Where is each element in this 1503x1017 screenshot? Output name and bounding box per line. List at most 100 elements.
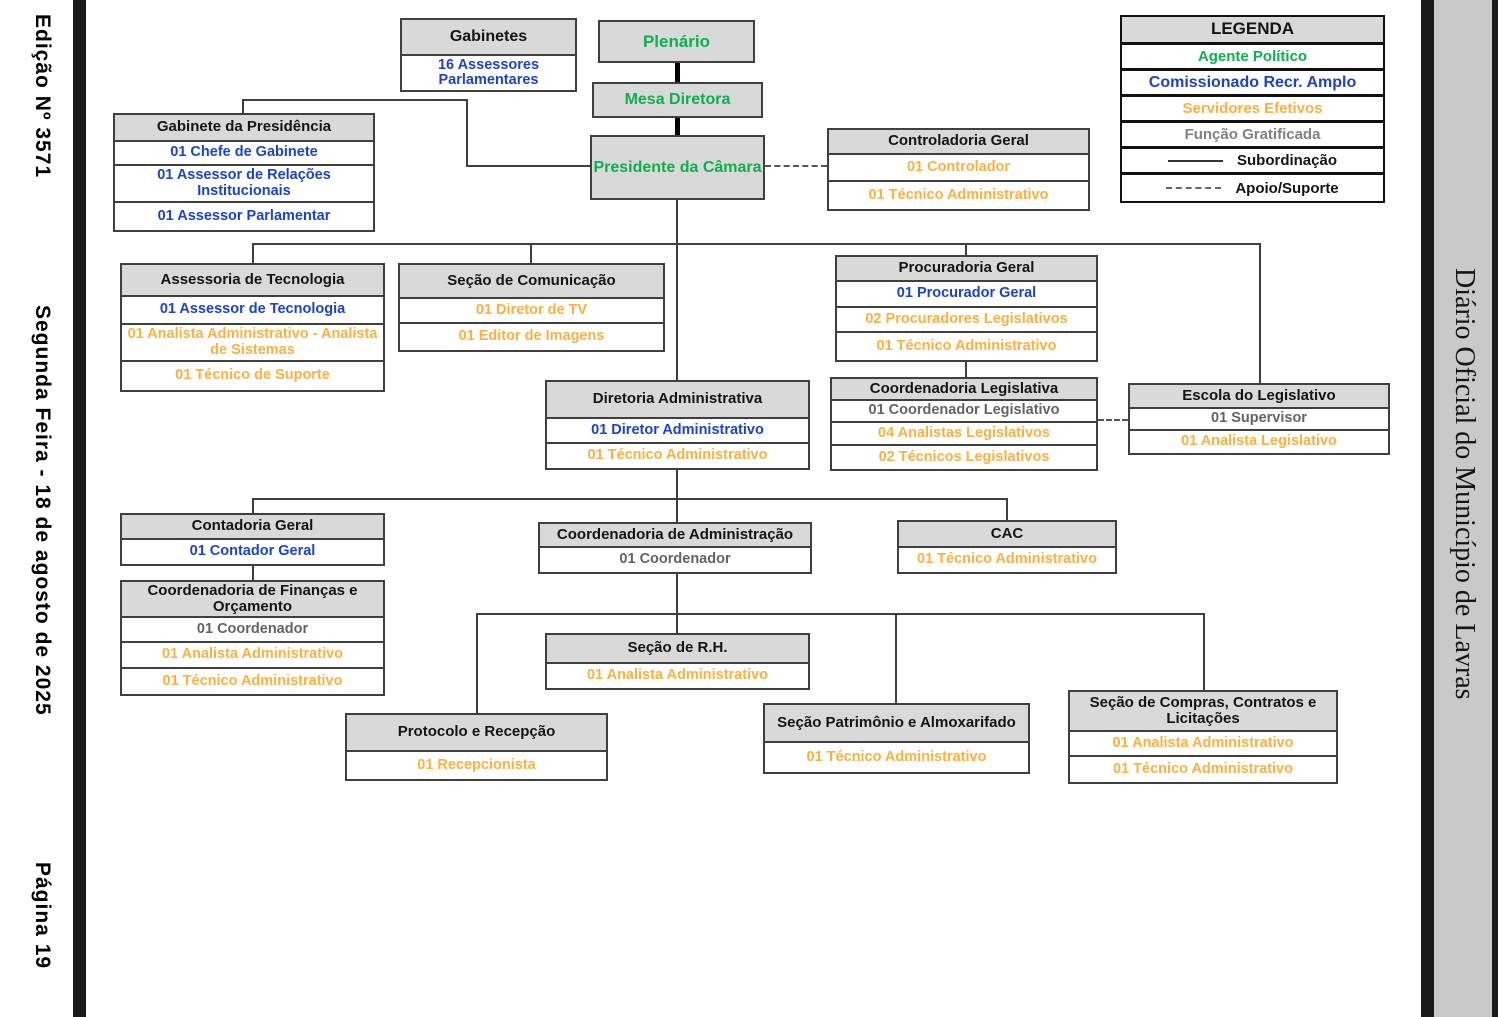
- connector-line: [1203, 613, 1205, 691]
- connector-line: [476, 613, 478, 714]
- org-box-row: 01 Assessor Parlamentar: [157, 207, 331, 224]
- connector-line: [252, 498, 254, 514]
- dashed-line-icon: [1166, 187, 1222, 189]
- org-box-coordenadoria-administracao: Coordenadoria de Administração 01 Coorde…: [538, 522, 812, 574]
- gazette-title-label: Diário Oficial do Município de Lavras: [1449, 268, 1480, 700]
- org-box-row: 01 Técnico Administrativo: [917, 551, 1097, 568]
- org-box-row: 01 Analista Administrativo - Analista de…: [122, 325, 383, 362]
- solid-line-icon: [1167, 159, 1223, 162]
- legend-title: LEGENDA: [1122, 17, 1383, 45]
- support-connector-line: [765, 165, 827, 167]
- org-box-plenario: Plenário: [598, 20, 755, 63]
- org-box-gabinete-presidencia: Gabinete da Presidência 01 Chefe de Gabi…: [113, 113, 375, 232]
- connector-line: [1006, 498, 1008, 521]
- org-box-procuradoria-geral: Procuradoria Geral 01 Procurador Geral 0…: [835, 255, 1098, 362]
- connector-line: [895, 613, 897, 704]
- date-label: Segunda Feira - 18 de agosto de 2025: [31, 305, 54, 716]
- org-box-title: Contadoria Geral: [122, 515, 383, 540]
- org-box-secao-rh: Seção de R.H. 01 Analista Administrativo: [545, 633, 810, 690]
- connector-line: [243, 99, 468, 101]
- org-box-row: 16 Assessores Parlamentares: [437, 56, 540, 88]
- org-box-row: 02 Técnicos Legislativos: [878, 448, 1050, 465]
- org-box-protocolo-recepcao: Protocolo e Recepção 01 Recepcionista: [345, 713, 608, 781]
- legend-item-label: Subordinação: [1236, 152, 1337, 169]
- connector-line: [252, 498, 1008, 500]
- org-box-row: 01 Técnico Administrativo: [1113, 760, 1293, 777]
- org-box-contadoria-geral: Contadoria Geral 01 Contador Geral: [120, 513, 385, 566]
- left-divider-bar: [73, 0, 86, 1017]
- org-box-title: Coordenadoria Legislativa: [832, 379, 1096, 401]
- connector-line: [675, 62, 680, 83]
- org-box-title: Seção de Compras, Contratos e Licitações: [1070, 692, 1336, 732]
- org-box-title: Coordenadoria de Finanças e Orçamento: [122, 582, 383, 618]
- org-box-row: 01 Coordenador: [122, 618, 383, 643]
- right-edge-bar: [1492, 0, 1498, 1017]
- org-box-row: 01 Técnico de Suporte: [175, 367, 330, 384]
- org-box-title: Seção de Comunicação: [400, 265, 663, 299]
- org-box-row: 01 Técnico Administrativo: [587, 447, 768, 464]
- org-box-mesa-diretora: Mesa Diretora: [592, 82, 763, 118]
- org-box-title: Gabinete da Presidência: [115, 115, 373, 142]
- org-box-row: 01 Recepcionista: [417, 756, 536, 773]
- connector-line: [965, 357, 967, 378]
- org-box-row: 01 Controlador: [829, 155, 1088, 182]
- connector-line: [252, 243, 1261, 245]
- connector-line: [466, 99, 468, 167]
- connector-line: [676, 200, 678, 380]
- org-box-title: Procuradoria Geral: [837, 257, 1096, 282]
- connector-line: [530, 243, 532, 264]
- org-box-title: Controladoria Geral: [829, 130, 1088, 155]
- legend-item-apoio-suporte: Apoio/Suporte: [1122, 175, 1383, 201]
- connector-line: [242, 99, 244, 114]
- org-box-title: Seção Patrimônio e Almoxarifado: [765, 705, 1028, 743]
- page-number-label: Página 19: [31, 862, 54, 970]
- legend-box: LEGENDA Agente Político Comissionado Rec…: [1120, 15, 1385, 203]
- org-box-gabinetes: Gabinetes 16 Assessores Parlamentares: [400, 18, 577, 92]
- org-box-title: Gabinetes: [402, 20, 575, 56]
- org-box-row: 01 Diretor de TV: [400, 299, 663, 324]
- org-box-title: Escola do Legislativo: [1130, 385, 1388, 409]
- org-box-coordenadoria-legislativa: Coordenadoria Legislativa 01 Coordenador…: [830, 377, 1098, 471]
- org-box-assessoria-tecnologia: Assessoria de Tecnologia 01 Assessor de …: [120, 263, 385, 392]
- org-box-row: 01 Analista Administrativo: [1070, 732, 1336, 757]
- org-box-row: 01 Analista Legislativo: [1181, 433, 1337, 450]
- org-box-row: 01 Assessor de Tecnologia: [122, 297, 383, 325]
- org-box-row: 01 Técnico Administrativo: [868, 186, 1049, 203]
- right-divider-bar: [1421, 0, 1434, 1017]
- org-box-row: 01 Chefe de Gabinete: [115, 142, 373, 166]
- legend-item-subordinacao: Subordinação: [1122, 149, 1383, 175]
- connector-line: [965, 243, 967, 256]
- edition-label: Edição Nº 3571: [31, 14, 54, 179]
- legend-item-servidores-efetivos: Servidores Efetivos: [1122, 97, 1383, 123]
- org-box-presidente-camara: Presidente da Câmara: [590, 135, 765, 200]
- org-box-row: 01 Diretor Administrativo: [547, 419, 808, 444]
- connector-line: [676, 498, 678, 523]
- org-box-secao-compras: Seção de Compras, Contratos e Licitações…: [1068, 690, 1338, 784]
- connector-line: [1259, 243, 1261, 384]
- org-box-row: 01 Procurador Geral: [837, 282, 1096, 308]
- org-box-title: Diretoria Administrativa: [547, 382, 808, 419]
- org-box-row: 01 Editor de Imagens: [458, 328, 605, 345]
- connector-line: [468, 165, 590, 167]
- gazette-band: [1434, 0, 1492, 1017]
- connector-line: [676, 569, 678, 615]
- connector-line: [476, 613, 1205, 615]
- org-box-row: 01 Técnico Administrativo: [806, 748, 987, 765]
- legend-item-label: Apoio/Suporte: [1235, 179, 1339, 197]
- connector-line: [675, 117, 680, 136]
- org-box-title: Coordenadoria de Administração: [540, 524, 810, 548]
- org-box-title: Assessoria de Tecnologia: [122, 265, 383, 297]
- org-box-row: 01 Coordenador Legislativo: [832, 401, 1096, 423]
- legend-item-agente-politico: Agente Político: [1122, 45, 1383, 71]
- org-box-row: 01 Técnico Administrativo: [162, 672, 343, 689]
- legend-item-comissionado: Comissionado Recr. Amplo: [1122, 71, 1383, 97]
- org-box-row: 01 Supervisor: [1130, 409, 1388, 431]
- org-box-row: 01 Coordenador: [619, 551, 731, 568]
- connector-line: [676, 466, 678, 500]
- org-box-row: 01 Contador Geral: [189, 543, 316, 560]
- org-box-row: 01 Assessor de Relações Institucionais: [115, 166, 373, 203]
- org-box-row: 04 Analistas Legislativos: [832, 423, 1096, 446]
- connector-line: [252, 562, 254, 581]
- org-box-cac: CAC 01 Técnico Administrativo: [897, 520, 1117, 574]
